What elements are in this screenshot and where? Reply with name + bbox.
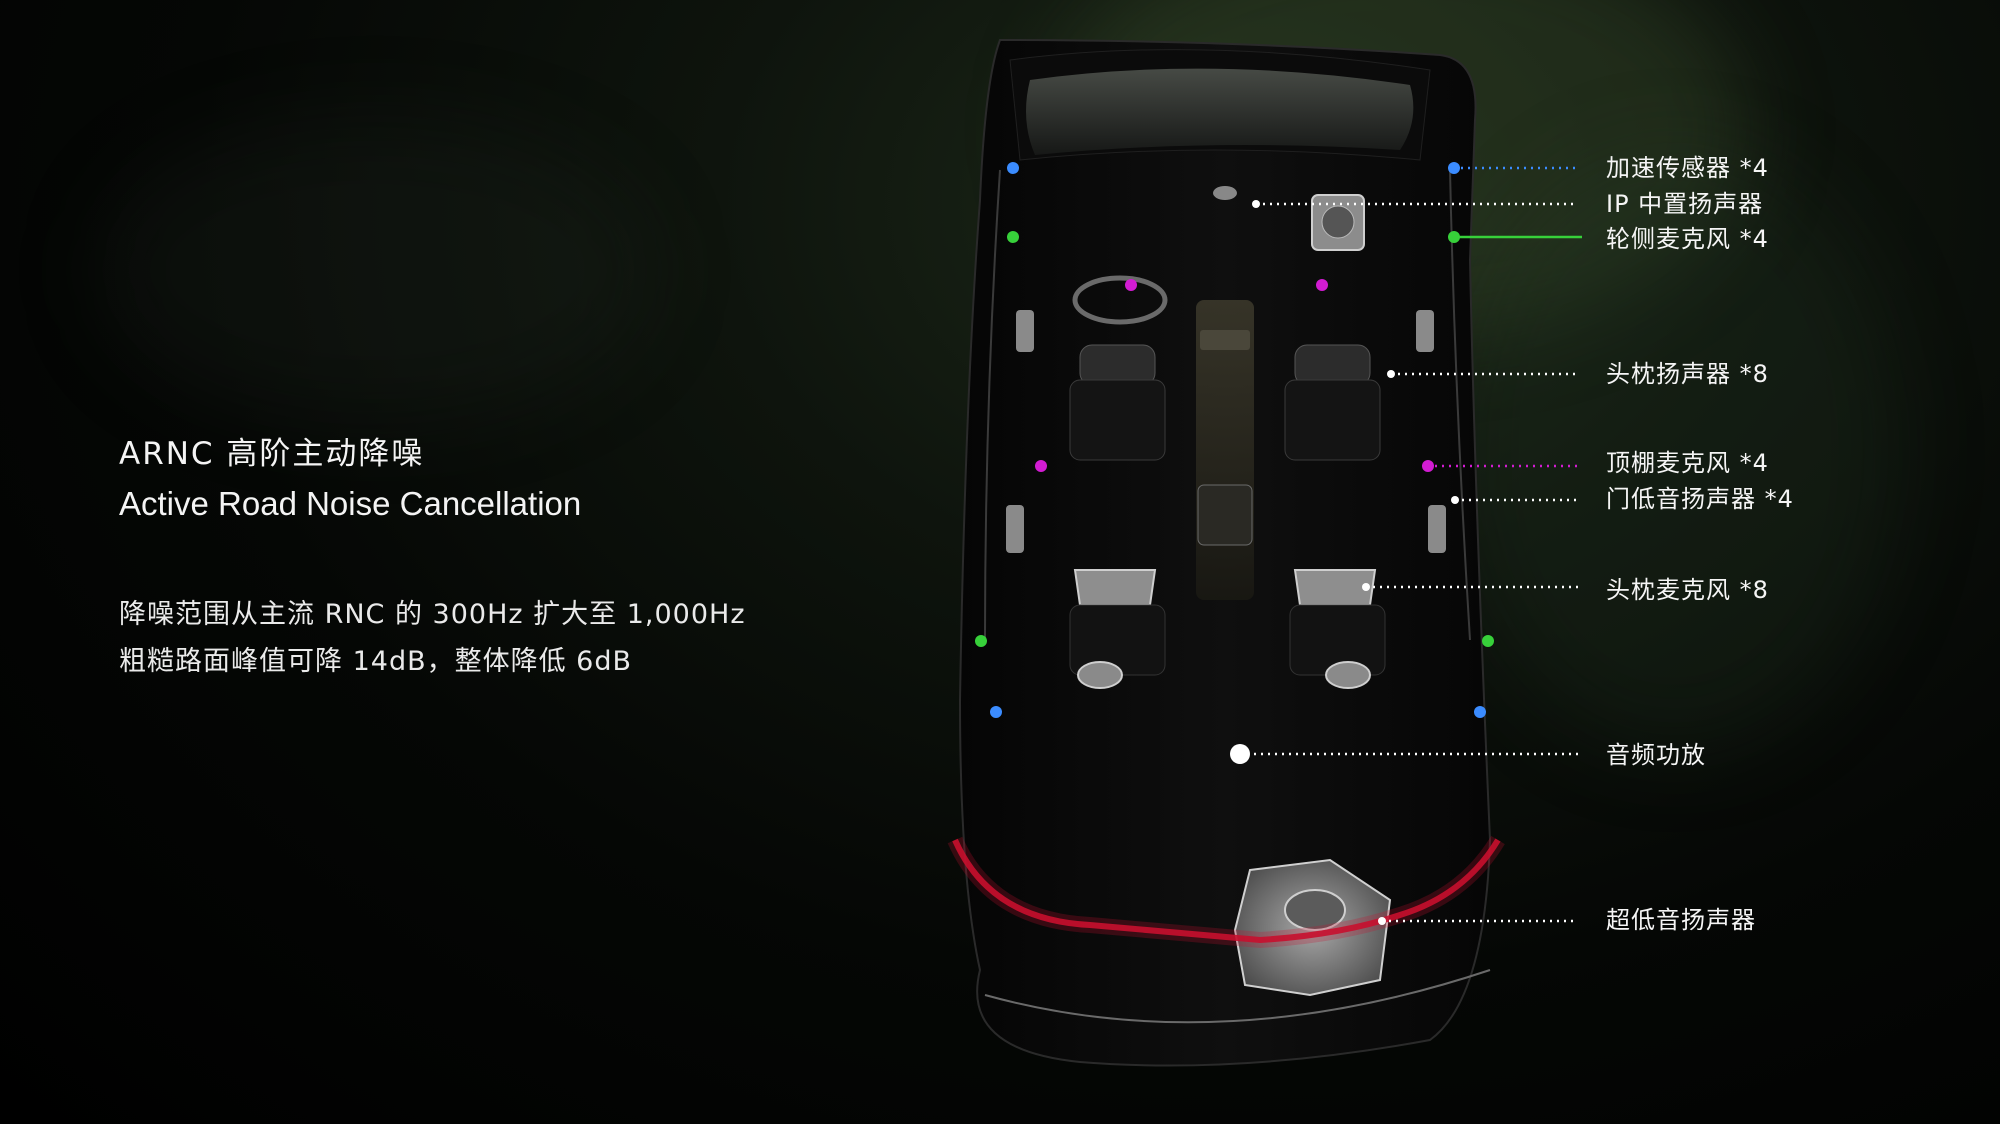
door-woofer-marker — [1451, 496, 1459, 504]
callout-ip-center-speaker: IP 中置扬声器 — [1606, 190, 1764, 218]
front-left-seat — [1069, 344, 1166, 461]
roof-mic-marker — [1316, 279, 1328, 291]
callout-headrest-speaker: 头枕扬声器 *8 — [1606, 360, 1769, 388]
roof-mic-marker — [1422, 460, 1434, 472]
rear-deck-speaker-left — [1077, 661, 1123, 689]
wheel-mic-marker — [1448, 231, 1460, 243]
door-speaker-left-front — [1016, 310, 1034, 352]
callout-wheel-mic: 轮侧麦克风 *4 — [1606, 225, 1769, 253]
subwoofer-marker — [1378, 917, 1386, 925]
description-line-2: 粗糙路面峰值可降 14dB，整体降低 6dB — [119, 646, 633, 677]
front-right-seat — [1284, 344, 1381, 461]
title-chinese: ARNC 高阶主动降噪 — [119, 436, 425, 472]
roof-mic-marker — [1125, 279, 1137, 291]
headrest-speaker-marker — [1387, 370, 1395, 378]
roof-mic-marker — [1035, 460, 1047, 472]
amplifier-marker — [1230, 744, 1250, 764]
door-speaker-left-rear — [1006, 505, 1024, 553]
rear-edge — [984, 969, 1491, 1024]
center-console-screen — [1200, 330, 1250, 350]
callout-headrest-mic: 头枕麦克风 *8 — [1606, 576, 1769, 604]
door-speaker-right-front — [1416, 310, 1434, 352]
callout-roof-mic: 顶棚麦克风 *4 — [1606, 449, 1769, 477]
wheel-mic-marker — [1482, 635, 1494, 647]
callout-subwoofer: 超低音扬声器 — [1606, 906, 1756, 934]
ip-speaker-marker — [1252, 200, 1260, 208]
title-english: Active Road Noise Cancellation — [119, 485, 582, 522]
door-speaker-right-rear — [1428, 505, 1446, 553]
rear-deck-speaker-right — [1325, 661, 1371, 689]
ambient-light-strip — [952, 838, 1501, 944]
headrest-mic-marker — [1362, 583, 1370, 591]
accel-sensor-marker — [1474, 706, 1486, 718]
wheel-mic-marker — [975, 635, 987, 647]
rear-console — [1197, 484, 1253, 546]
windshield — [1026, 68, 1414, 155]
rear-right-seat — [1289, 569, 1386, 676]
accel-sensor-marker — [990, 706, 1002, 718]
steering-wheel — [1072, 275, 1168, 325]
roof-module — [1213, 186, 1237, 200]
accel-sensor-marker — [1448, 162, 1460, 174]
callout-amplifier: 音频功放 — [1606, 741, 1706, 769]
callout-accel-sensor: 加速传感器 *4 — [1606, 154, 1769, 182]
accel-sensor-marker — [1007, 162, 1019, 174]
rear-left-seat — [1069, 569, 1166, 676]
description-line-1: 降噪范围从主流 RNC 的 300Hz 扩大至 1,000Hz — [119, 599, 746, 630]
left-door-line — [984, 169, 1001, 641]
callout-door-woofer: 门低音扬声器 *4 — [1606, 485, 1794, 513]
ambient-light-glow — [947, 835, 1505, 949]
wheel-mic-marker — [1007, 231, 1019, 243]
